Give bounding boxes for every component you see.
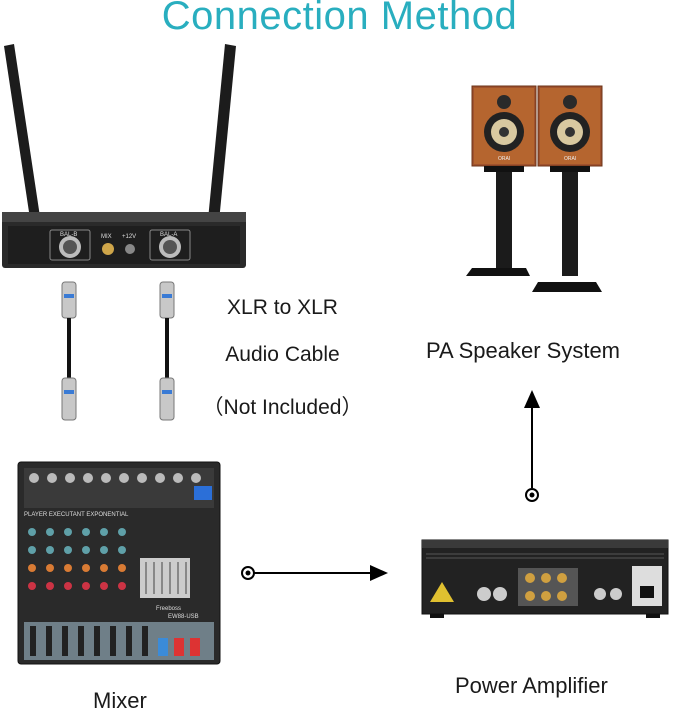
arrow-right-icon: [241, 565, 388, 581]
cable-label-line3: （Not Included）: [202, 396, 363, 419]
mixer-brand: Freeboss: [156, 606, 181, 612]
arrow-up-icon: [524, 390, 540, 502]
speaker-label: PA Speaker System: [425, 338, 620, 363]
pa-speaker-image: ORAI ORAI: [466, 85, 603, 292]
port-label-mix: MIX: [101, 234, 112, 240]
mixer-model: EW88-USB: [168, 614, 199, 620]
power-amplifier-image: [421, 539, 669, 618]
xlr-cable-image: [61, 281, 175, 421]
mixer-image: PLAYER EXECUTANT EXPONENTIAL Freeboss EW…: [17, 461, 221, 665]
wireless-receiver: BAL-B MIX +12V BAL-A: [2, 44, 246, 268]
speaker-brand-left: ORAI: [498, 156, 510, 162]
port-label-bal-b: BAL-B: [60, 232, 77, 238]
cable-label-line1: XLR to XLR: [227, 296, 338, 319]
amplifier-label: Power Amplifier: [455, 673, 608, 698]
mixer-panel-text: PLAYER EXECUTANT EXPONENTIAL: [24, 512, 129, 518]
port-label-bal-a: BAL-A: [160, 232, 177, 238]
page-title: Connection Method: [161, 0, 518, 38]
speaker-brand-right: ORAI: [564, 156, 576, 162]
cable-label-line2: Audio Cable: [225, 343, 340, 366]
port-label-12v: +12V: [122, 234, 136, 240]
mixer-label: Mixer: [93, 688, 147, 713]
